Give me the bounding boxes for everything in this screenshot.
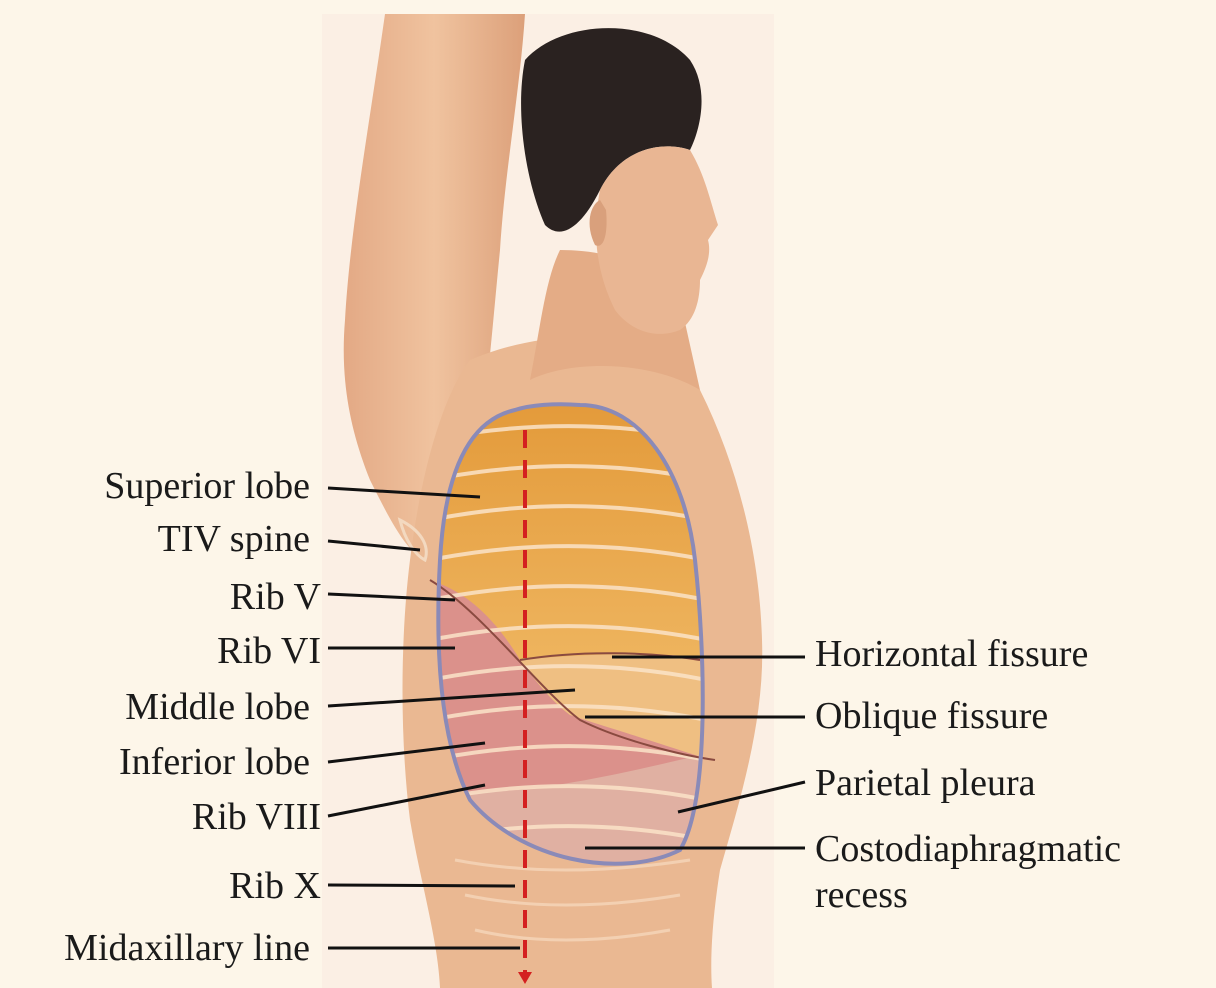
label-costodiaphragmatic-line1: Costodiaphragmatic [815,826,1121,872]
label-middle-lobe: Middle lobe [125,688,310,726]
label-inferior-lobe: Inferior lobe [119,743,310,781]
label-costodiaphragmatic-line2: recess [815,872,1121,918]
label-rib-v: Rib V [230,578,321,616]
label-superior-lobe: Superior lobe [104,467,310,505]
label-midaxillary-line: Midaxillary line [64,929,310,967]
label-costodiaphragmatic-recess: Costodiaphragmatic recess [815,826,1121,918]
label-tiv-spine: TIV spine [158,520,310,558]
label-rib-x: Rib X [229,867,321,905]
label-rib-viii: Rib VIII [192,798,321,836]
label-parietal-pleura: Parietal pleura [815,764,1036,802]
label-rib-vi: Rib VI [217,632,321,670]
leader-rib-x [328,885,515,886]
label-oblique-fissure: Oblique fissure [815,697,1048,735]
label-horizontal-fissure: Horizontal fissure [815,635,1088,673]
